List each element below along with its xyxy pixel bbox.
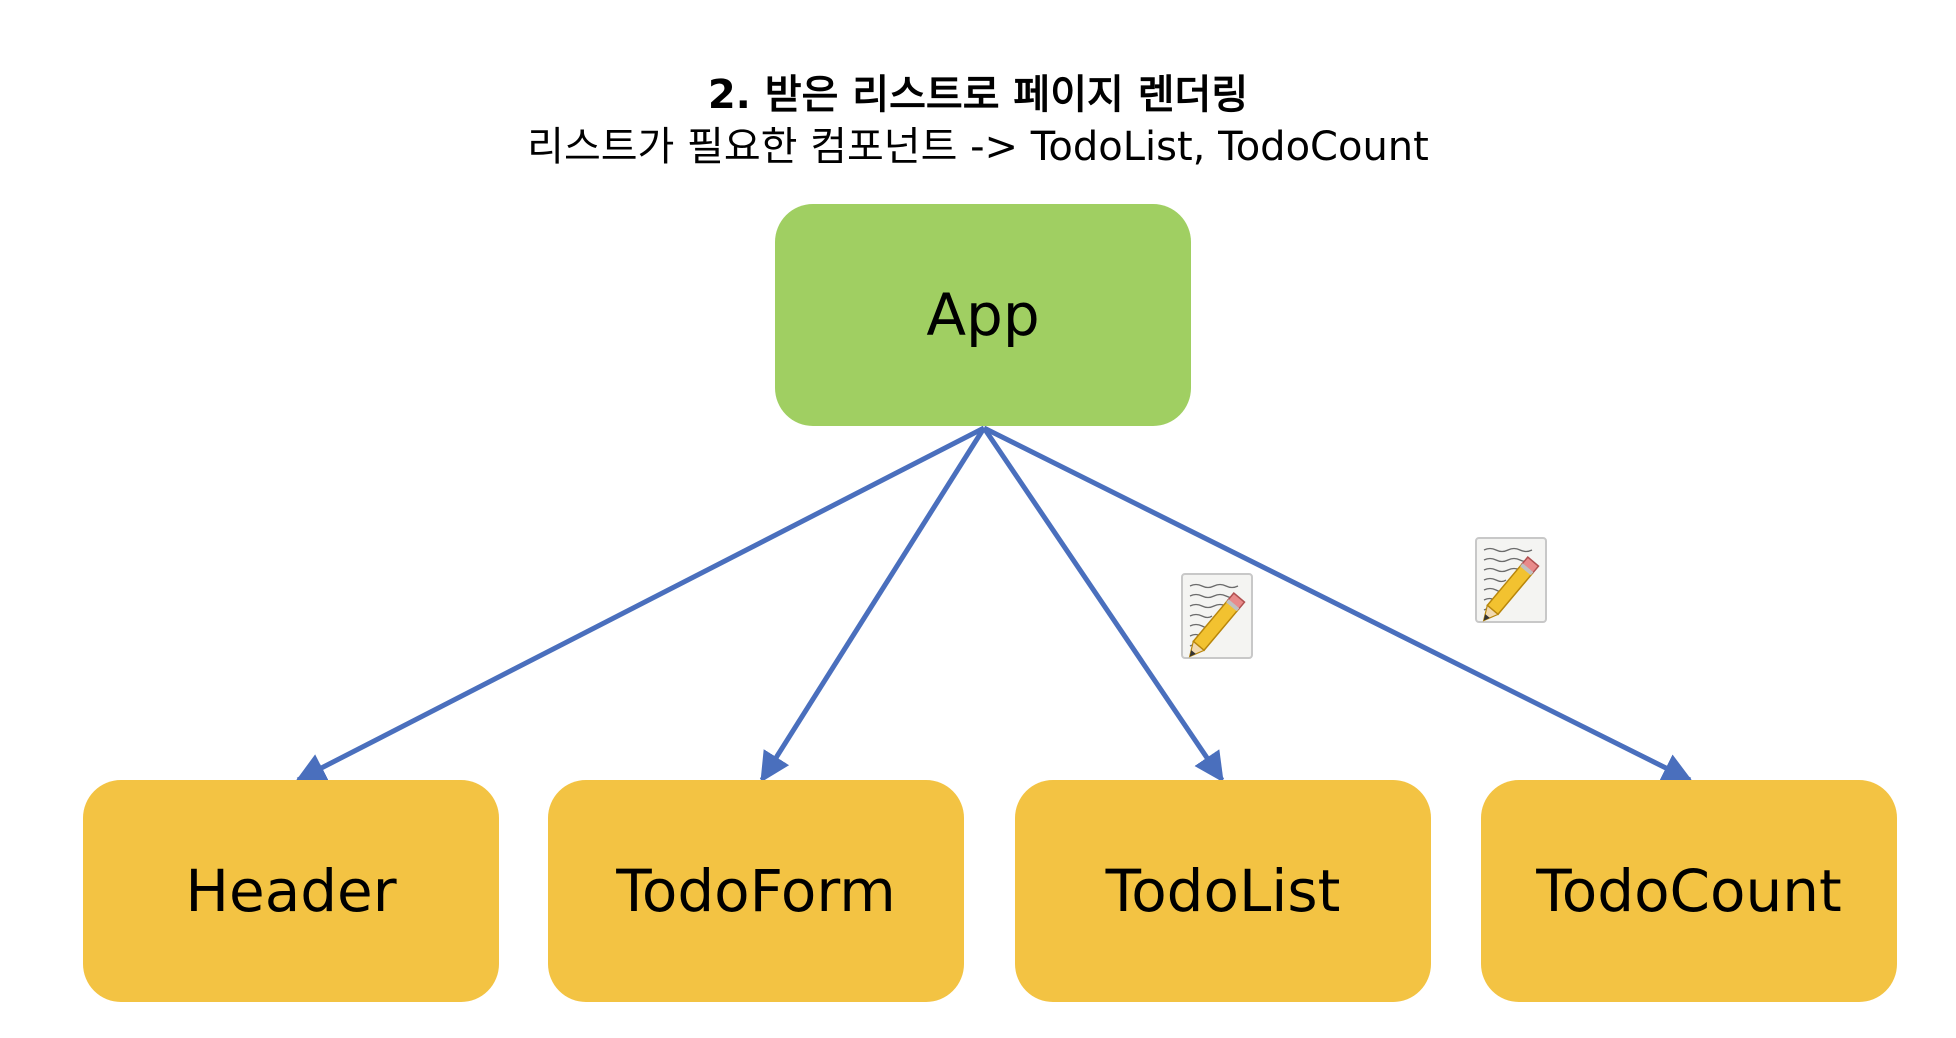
memo-icon	[1181, 573, 1253, 659]
memo-icon	[1475, 537, 1547, 623]
diagram-subtitle: 리스트가 필요한 컴포넌트 -> TodoList, TodoCount	[527, 124, 1429, 170]
diagram-title: 2. 받은 리스트로 페이지 렌더링	[707, 72, 1249, 118]
node-todoform-label: TodoForm	[616, 857, 896, 925]
node-todocount-label: TodoCount	[1536, 857, 1842, 925]
arrow-app-to-header	[295, 425, 986, 783]
node-todolist: TodoList	[1015, 780, 1431, 1002]
node-todolist-label: TodoList	[1105, 857, 1341, 925]
node-header-label: Header	[185, 857, 397, 925]
arrow-app-to-todoform	[759, 426, 987, 783]
arrow-app-to-todocount	[982, 425, 1693, 783]
node-app: App	[775, 204, 1191, 426]
node-app-label: App	[926, 281, 1040, 349]
node-header: Header	[83, 780, 499, 1002]
node-todocount: TodoCount	[1481, 780, 1897, 1002]
arrow-app-to-todolist	[981, 426, 1225, 783]
node-todoform: TodoForm	[548, 780, 964, 1002]
